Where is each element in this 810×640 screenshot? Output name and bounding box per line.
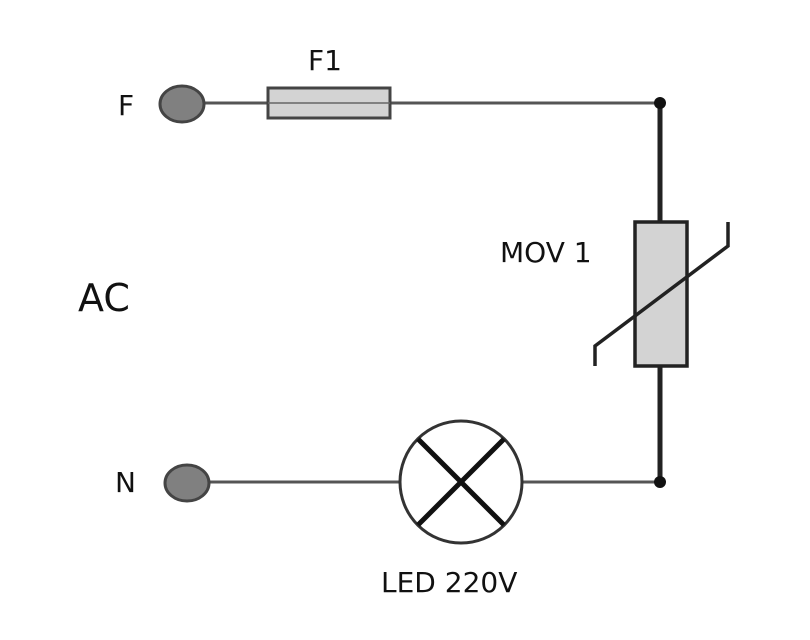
junction-bottom xyxy=(654,476,666,488)
label-fuse: F1 xyxy=(308,44,342,77)
mov-varistor-slash xyxy=(593,222,730,366)
label-lamp: LED 220V xyxy=(381,566,517,599)
terminal-n-connector xyxy=(163,463,211,503)
terminal-f-connector xyxy=(158,84,206,124)
lamp-cross-2 xyxy=(416,437,506,527)
label-terminal-f: F xyxy=(118,89,134,122)
label-terminal-n: N xyxy=(115,466,136,499)
mov-body xyxy=(633,220,689,368)
label-source: AC xyxy=(78,276,130,320)
junction-top xyxy=(654,97,666,109)
label-varistor: MOV 1 xyxy=(500,236,592,269)
